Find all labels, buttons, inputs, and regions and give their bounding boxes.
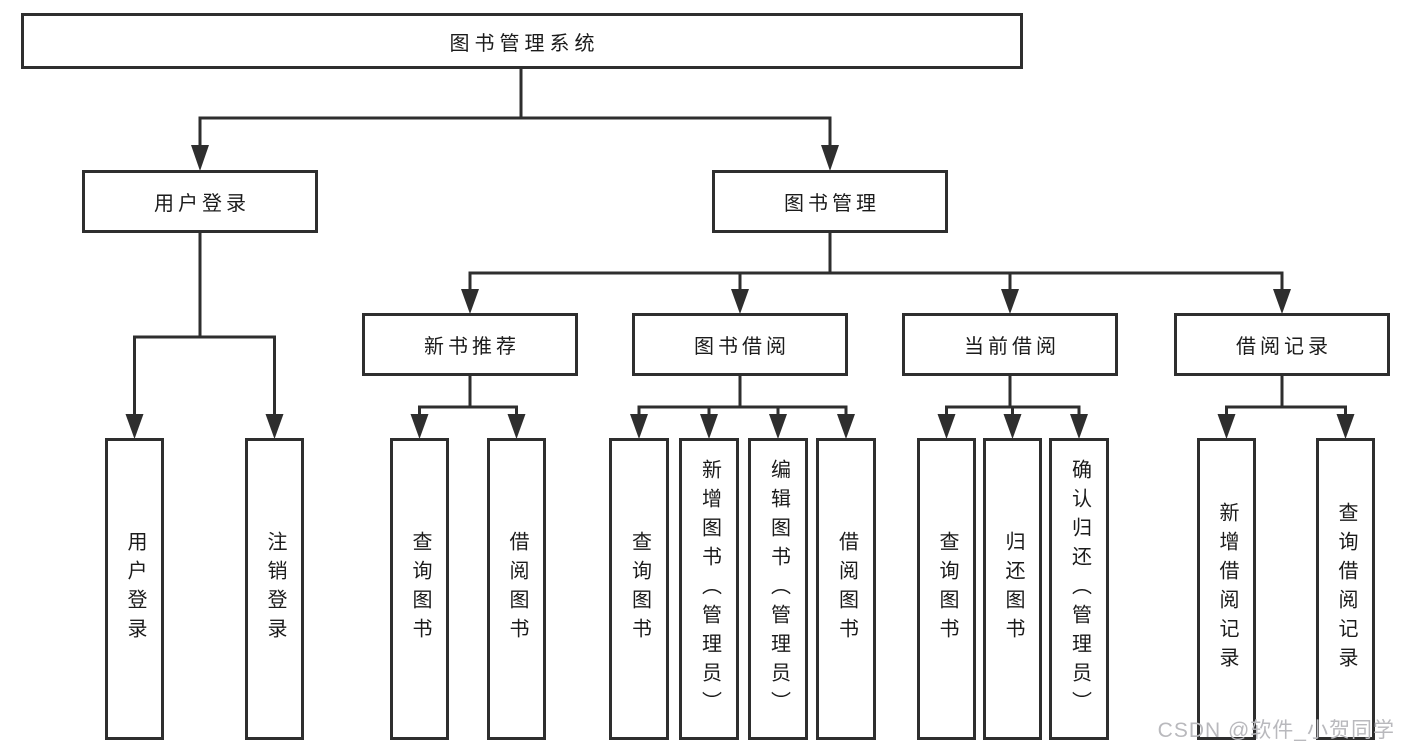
leaf-user-login-label: 用户登录	[124, 531, 146, 647]
connector-borrow-records	[1225, 376, 1347, 420]
leaf-rec-borrow-books-label: 借阅图书	[506, 531, 528, 647]
leaf-bb-add-books-admin: 新增图书（管理员）	[679, 438, 739, 740]
connector-new-book-rec	[418, 376, 518, 420]
leaf-bb-borrow-books-label: 借阅图书	[835, 531, 858, 647]
node-current-borrow: 当前借阅	[902, 313, 1118, 376]
connector-current-borrow	[945, 376, 1081, 420]
leaf-bb-borrow-books: 借阅图书	[816, 438, 876, 740]
leaf-cb-return-books: 归还图书	[983, 438, 1042, 740]
node-root: 图书管理系统	[21, 13, 1023, 69]
leaf-br-query-record: 查询借阅记录	[1316, 438, 1375, 740]
node-new-book-rec-label: 新书推荐	[424, 336, 520, 358]
connector-user-login	[133, 233, 276, 420]
leaf-bb-query-books-label: 查询图书	[628, 531, 651, 647]
leaf-cb-confirm-return-admin-label: 确认归还（管理员）	[1068, 458, 1091, 720]
leaf-br-query-record-label: 查询借阅记录	[1335, 502, 1357, 676]
leaf-bb-edit-books-admin: 编辑图书（管理员）	[748, 438, 808, 740]
arrowheads	[125, 145, 1355, 439]
node-borrow-records-label: 借阅记录	[1236, 336, 1332, 358]
node-user-login: 用户登录	[82, 170, 318, 233]
csdn-watermark: CSDN @软件_小贺同学	[1157, 719, 1395, 742]
leaf-br-add-record-label: 新增借阅记录	[1216, 502, 1238, 676]
leaf-rec-query-books: 查询图书	[390, 438, 449, 740]
node-book-borrow: 图书借阅	[632, 313, 848, 376]
node-book-borrow-label: 图书借阅	[694, 336, 790, 358]
leaf-cb-query-books-label: 查询图书	[936, 531, 958, 647]
node-new-book-rec: 新书推荐	[362, 313, 578, 376]
leaf-bb-edit-books-admin-label: 编辑图书（管理员）	[767, 458, 790, 720]
leaf-bb-add-books-admin-label: 新增图书（管理员）	[698, 458, 721, 720]
connector-book-mgmt	[468, 233, 1284, 295]
leaf-logout: 注销登录	[245, 438, 304, 740]
node-user-login-label: 用户登录	[154, 193, 250, 215]
leaf-cb-return-books-label: 归还图书	[1002, 531, 1024, 647]
node-root-label: 图书管理系统	[449, 32, 600, 55]
leaf-rec-borrow-books: 借阅图书	[487, 438, 546, 740]
connector-book-borrow	[637, 376, 848, 420]
leaf-cb-confirm-return-admin: 确认归还（管理员）	[1049, 438, 1109, 740]
leaf-bb-query-books: 查询图书	[609, 438, 669, 740]
leaf-rec-query-books-label: 查询图书	[409, 531, 431, 647]
leaf-cb-query-books: 查询图书	[917, 438, 976, 740]
node-current-borrow-label: 当前借阅	[964, 336, 1060, 358]
node-book-mgmt: 图书管理	[712, 170, 948, 233]
connector-root	[198, 69, 832, 150]
node-book-mgmt-label: 图书管理	[784, 193, 880, 215]
leaf-user-login: 用户登录	[105, 438, 164, 740]
node-borrow-records: 借阅记录	[1174, 313, 1390, 376]
leaf-br-add-record: 新增借阅记录	[1197, 438, 1256, 740]
leaf-logout-label: 注销登录	[264, 531, 286, 647]
